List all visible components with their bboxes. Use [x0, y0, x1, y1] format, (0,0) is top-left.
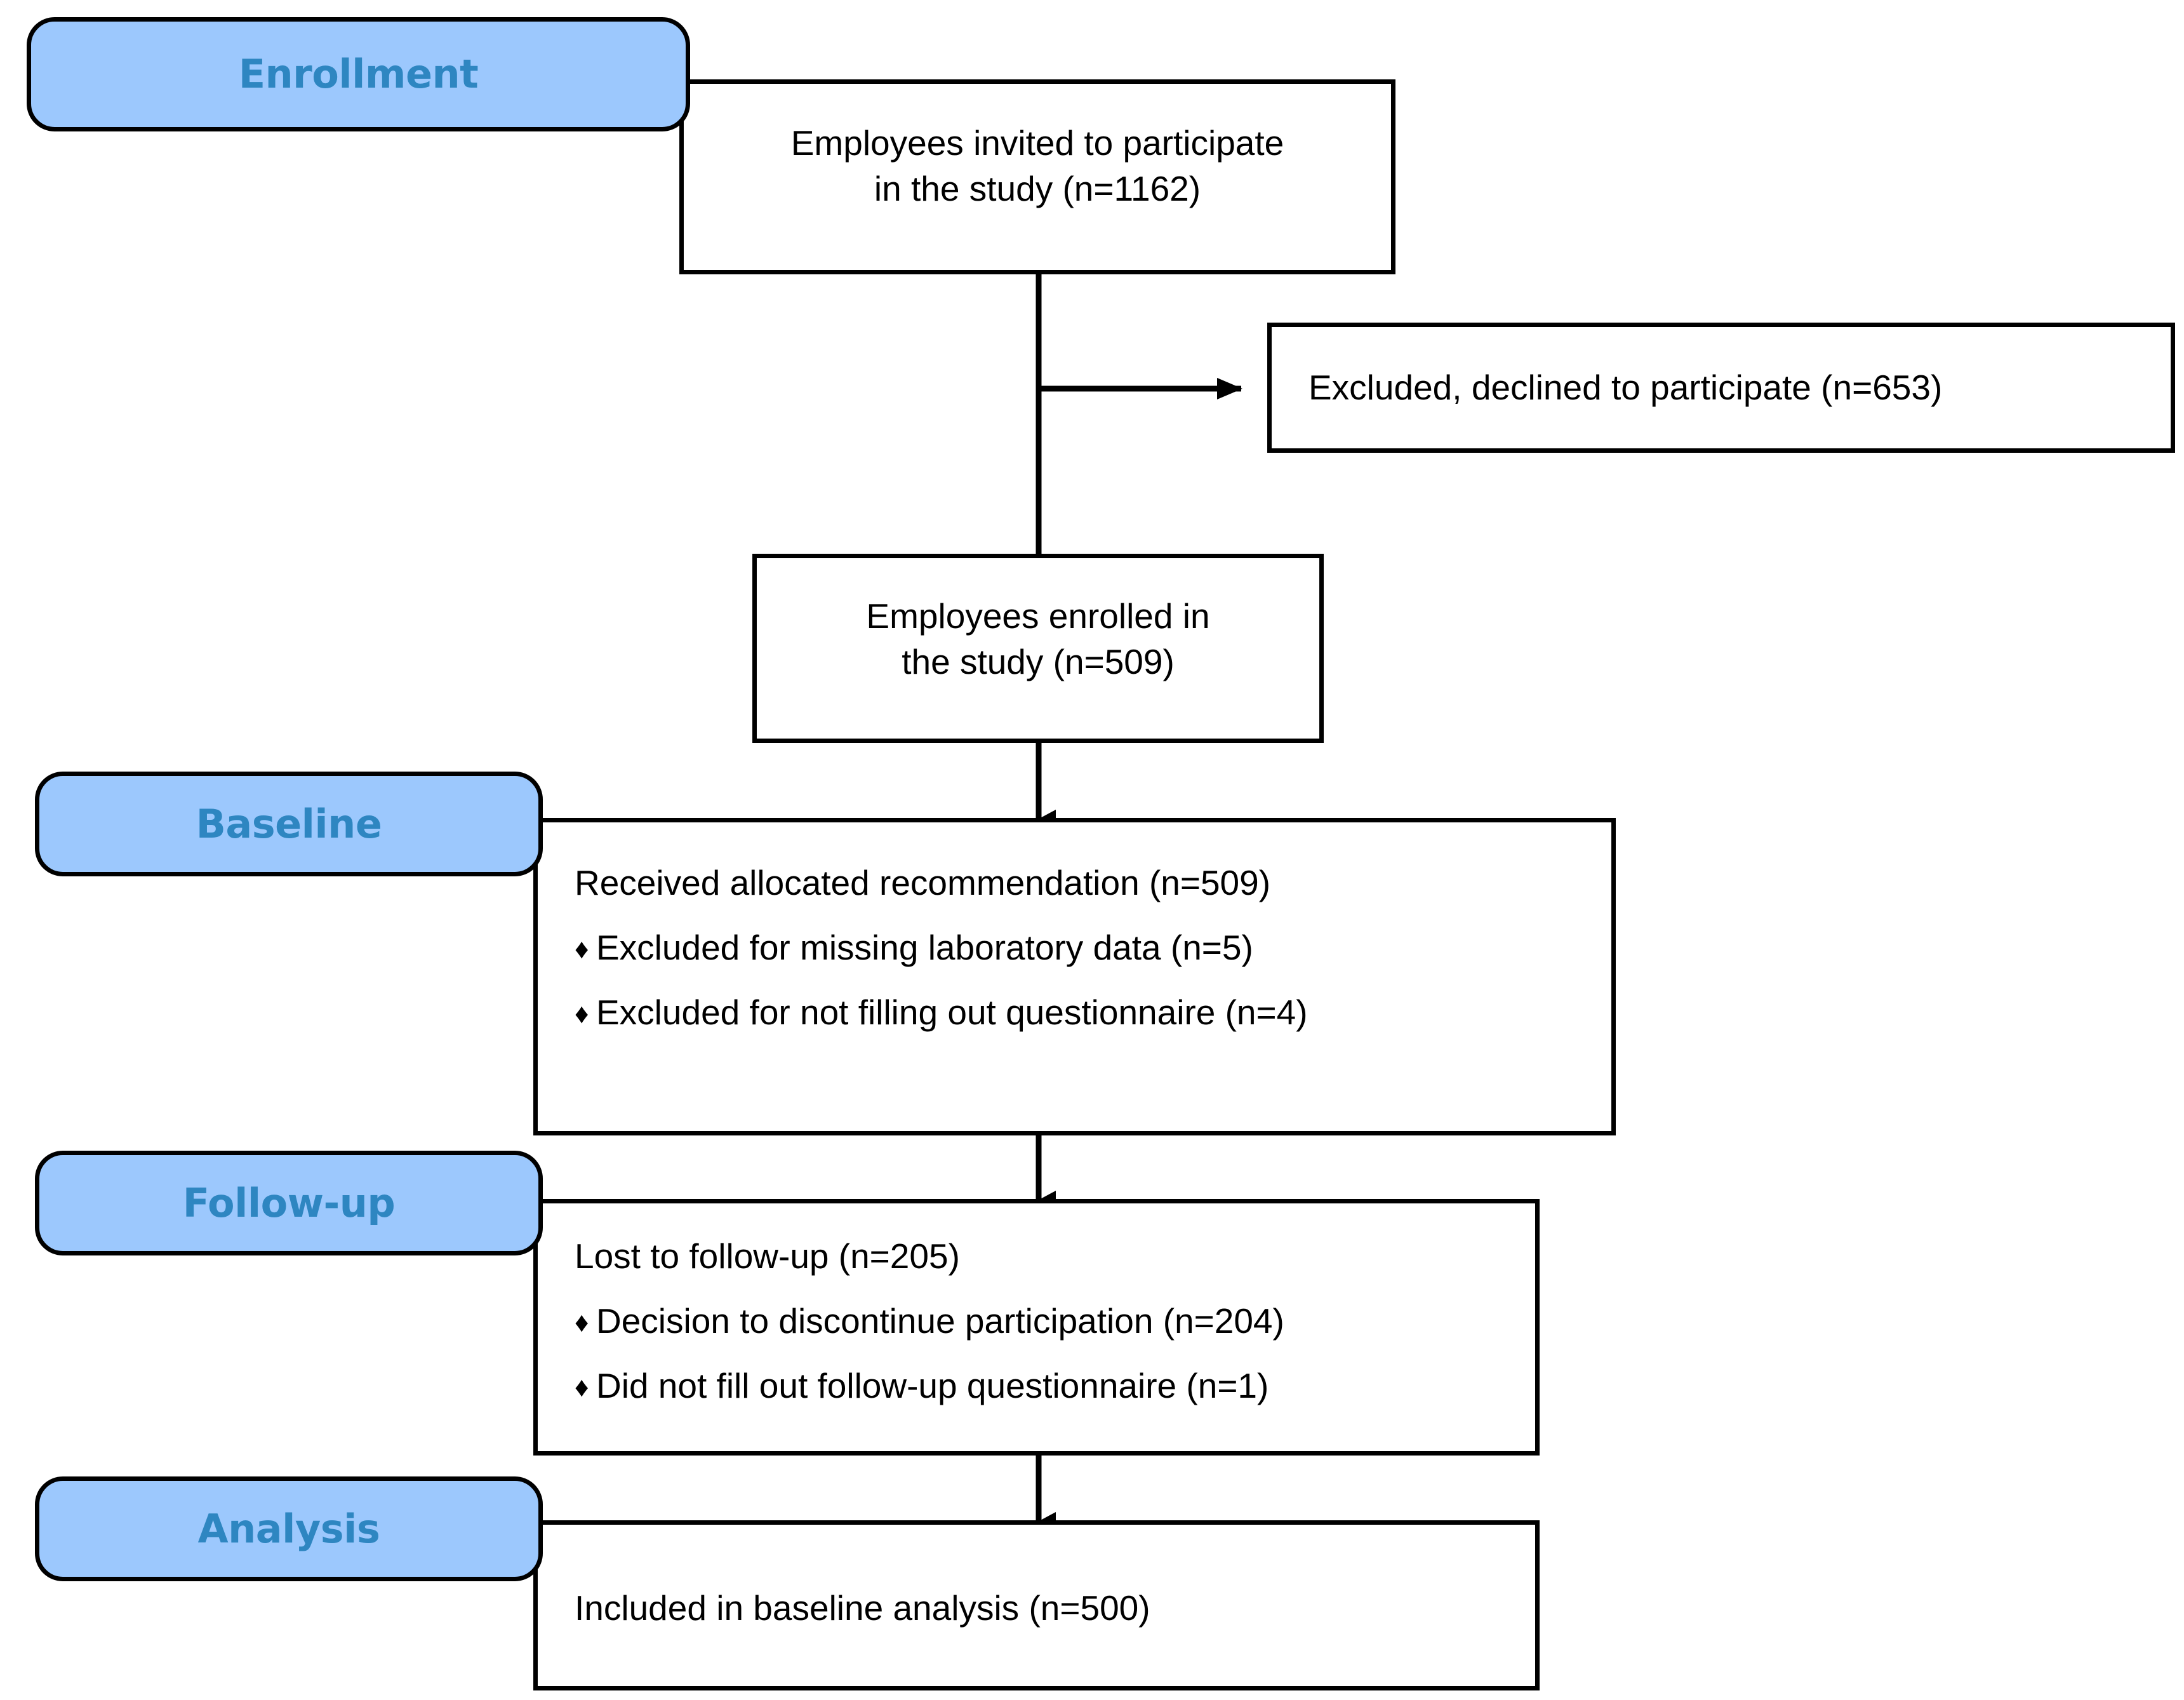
box-followup-bullet-2: ♦Did not fill out follow-up questionnair… [575, 1363, 1268, 1409]
box-baseline-bullet-2-text: Excluded for not filling out questionnai… [596, 993, 1308, 1032]
box-enrolled: Employees enrolled in the study (n=509) [752, 554, 1324, 743]
stage-label-baseline: Baseline [196, 800, 382, 847]
box-included-analysis: Included in baseline analysis (n=500) [533, 1520, 1540, 1690]
box-followup-bullet-1-text: Decision to discontinue participation (n… [596, 1301, 1284, 1341]
stage-pill-enrollment: Enrollment [27, 17, 690, 131]
stage-label-followup: Follow-up [182, 1179, 396, 1226]
box-excluded-declined-text: Excluded, declined to participate (n=653… [1308, 368, 1943, 407]
box-baseline-bullet-1-text: Excluded for missing laboratory data (n=… [596, 928, 1253, 967]
box-followup-bullet-2-text: Did not fill out follow-up questionnaire… [596, 1366, 1269, 1405]
box-baseline-bullet-2: ♦Excluded for not filling out questionna… [575, 990, 1308, 1036]
stage-pill-followup: Follow-up [35, 1151, 543, 1255]
box-followup-bullet-1: ♦Decision to discontinue participation (… [575, 1299, 1284, 1344]
box-invited-line-1: Employees invited to participate [790, 123, 1284, 163]
box-followup-heading: Lost to follow-up (n=205) [575, 1236, 960, 1276]
diamond-bullet-icon: ♦ [575, 1372, 589, 1403]
stage-label-analysis: Analysis [197, 1505, 380, 1552]
diamond-bullet-icon: ♦ [575, 934, 589, 965]
box-invited: Employees invited to participate in the … [679, 79, 1395, 274]
box-invited-line-2: in the study (n=1162) [874, 169, 1201, 208]
box-lost-followup: Lost to follow-up (n=205) ♦Decision to d… [533, 1199, 1540, 1456]
box-baseline-heading: Received allocated recommendation (n=509… [575, 863, 1271, 902]
box-baseline-received: Received allocated recommendation (n=509… [533, 818, 1616, 1135]
diamond-bullet-icon: ♦ [575, 1307, 589, 1338]
box-enrolled-line-2: the study (n=509) [902, 642, 1175, 681]
box-baseline-bullet-1: ♦Excluded for missing laboratory data (n… [575, 925, 1253, 971]
diamond-bullet-icon: ♦ [575, 998, 589, 1029]
box-analysis-text: Included in baseline analysis (n=500) [575, 1588, 1150, 1628]
box-enrolled-line-1: Employees enrolled in [866, 596, 1210, 636]
stage-label-enrollment: Enrollment [238, 51, 479, 97]
stage-pill-analysis: Analysis [35, 1476, 543, 1581]
box-excluded-declined: Excluded, declined to participate (n=653… [1267, 323, 2175, 453]
stage-pill-baseline: Baseline [35, 772, 543, 876]
